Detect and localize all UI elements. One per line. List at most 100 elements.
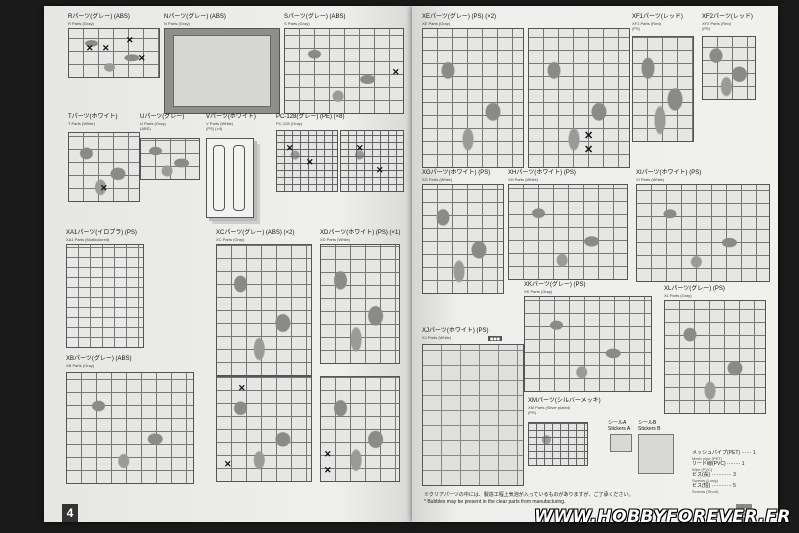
runner-xb-label: XBパーツ(グレー) (ABS)XB Parts (Gray) [66, 356, 132, 368]
runner-xa1: XA1パーツ(イロプラ) (PS)XA1 Parts (Multicolored… [66, 230, 146, 350]
legend-item-sub: Wire (PVC) [692, 467, 713, 472]
sticker-a-sheet [610, 434, 632, 452]
x-mark-icon: ✕ [584, 130, 594, 142]
runner-xf1: XF1パーツ(レッド)XF1 Parts (Red)(PS) [632, 14, 696, 144]
runner-xc-copy: ✕ ✕ [216, 376, 312, 486]
clear-parts-note-en: * Bubbles may be present in the clear pa… [424, 499, 566, 505]
runner-u: Uパーツ(グレー)U Parts (Gray)(ABS) [140, 114, 202, 184]
x-mark-icon: ✕ [138, 53, 146, 63]
runner-u-label: Uパーツ(グレー)U Parts (Gray)(ABS) [140, 114, 185, 131]
x-mark-icon: ✕ [356, 143, 364, 153]
runner-r-label: Rパーツ(グレー) (ABS)R Parts (Gray) [68, 14, 130, 26]
sticker-b-sheet [638, 434, 674, 474]
runner-xl: XLパーツ(グレー) (PS)XL Parts (Gray) [664, 286, 768, 416]
runner-xg: XGパーツ(ホワイト) (PS)XG Parts (White) [422, 170, 504, 294]
x-mark-icon: ✕ [584, 144, 594, 156]
runner-s-label: Sパーツ(グレー) (ABS)S Parts (Gray) [284, 14, 346, 26]
runner-pc128-frame-a [276, 130, 338, 192]
runner-xc-copy-frame [216, 376, 312, 482]
x-mark-icon: ✕ [286, 143, 294, 153]
runner-s: Sパーツ(グレー) (ABS)S Parts (Gray) ✕ [284, 14, 406, 114]
watermark: WWW.HOBBYFOREVER.FR [534, 507, 791, 527]
legend-item: ビス(短) ············ 5 [692, 483, 736, 489]
runner-xe-frame-a [422, 28, 524, 168]
runner-xi: XIパーツ(ホワイト) (PS)XI Parts (White) [636, 170, 772, 282]
runner-xb: XBパーツ(グレー) (ABS)XB Parts (Gray) [66, 356, 194, 486]
runner-xd-frame [320, 244, 400, 364]
runner-v-label: Vパーツ(ホワイト)V Parts (White)(PS) (×4) [206, 114, 256, 131]
runner-xf2: XF2パーツ(レッド)XF2 Parts (Red)(PS) [702, 14, 768, 104]
runner-xd-lower: ✕ ✕ [320, 376, 402, 486]
x-mark-icon: ✕ [392, 67, 400, 77]
runner-t: Tパーツ(ホワイト)T Parts (White) ✕ [68, 114, 140, 204]
runner-xj-frame [422, 344, 524, 486]
runner-xe: XEパーツ(グレー) (PS) (×2)XE Parts (Gray) ✕ ✕ [422, 14, 630, 168]
x-mark-icon: ✕ [102, 43, 110, 53]
x-mark-icon: ✕ [100, 183, 108, 193]
runner-xj-label: XJパーツ(ホワイト) (PS)XJ Parts (White) [422, 328, 489, 340]
runner-xi-frame [636, 184, 770, 282]
runner-s-frame [284, 28, 404, 114]
accessories-legend: メッシュパイプ(PET) ······ 1 Mesh pipe (PET) リー… [692, 450, 772, 494]
legend-item: ビス(長) ············ 3 [692, 472, 736, 478]
runner-u-frame [140, 138, 200, 180]
runner-xc-label: XCパーツ(グレー) (ABS) (×2)XC Parts (Gray) [216, 230, 295, 242]
runner-r: Rパーツ(グレー) (ABS)R Parts (Gray) ✕ ✕ ✕ ✕ [68, 14, 160, 78]
runner-xl-label: XLパーツ(グレー) (PS)XL Parts (Gray) [664, 286, 725, 298]
runner-xd-label: XDパーツ(ホワイト) (PS) (×1)XD Parts (White) [320, 230, 401, 242]
legend-item-sub: Mesh pipe (PET) [692, 456, 723, 461]
x-mark-icon: ✕ [224, 459, 232, 469]
x-mark-icon: ✕ [324, 449, 332, 459]
runner-t-frame [68, 132, 140, 202]
clear-parts-badge: ◼◼◼ [488, 336, 502, 341]
legend-item: リード線(PVC) ········ 1 [692, 461, 745, 467]
runner-xl-frame [664, 300, 766, 414]
page-number-left: 4 [62, 504, 78, 522]
right-page: XEパーツ(グレー) (PS) (×2)XE Parts (Gray) ✕ ✕ … [412, 6, 778, 522]
x-mark-icon: ✕ [86, 43, 94, 53]
runner-n: Nパーツ(グレー) (ABS)N Parts (Gray) [164, 14, 280, 114]
page-number-right: 5 [736, 504, 752, 522]
runner-n-label: Nパーツ(グレー) (ABS)N Parts (Gray) [164, 14, 226, 26]
runner-xh: XHパーツ(ホワイト) (PS)XH Parts (White) [508, 170, 630, 280]
runner-r-frame [68, 28, 160, 78]
runner-xk: XKパーツ(グレー) (PS)XK Parts (Gray) [524, 282, 654, 392]
runner-n-frame [164, 28, 280, 114]
runner-xf2-label: XF2パーツ(レッド)XF2 Parts (Red)(PS) [702, 14, 753, 31]
runner-xk-frame [524, 296, 652, 392]
runner-xg-label: XGパーツ(ホワイト) (PS)XG Parts (White) [422, 170, 491, 182]
runner-xi-label: XIパーツ(ホワイト) (PS)XI Parts (White) [636, 170, 702, 182]
runner-xj: XJパーツ(ホワイト) (PS)XJ Parts (White) ◼◼◼ [422, 328, 526, 488]
x-mark-icon: ✕ [306, 157, 314, 167]
runner-xg-frame [422, 184, 504, 294]
runner-xf1-label: XF1パーツ(レッド)XF1 Parts (Red)(PS) [632, 14, 683, 31]
runner-xe-frame-b [528, 28, 630, 168]
runner-xh-frame [508, 184, 628, 280]
runner-pc128-frame-b [340, 130, 404, 192]
runner-xh-label: XHパーツ(ホワイト) (PS)XH Parts (White) [508, 170, 576, 182]
runner-xm: XMパーツ(シルバーメッキ)XM Parts (Silver plated)(P… [528, 398, 610, 470]
runner-xb-frame [66, 372, 194, 484]
left-page: Rパーツ(グレー) (ABS)R Parts (Gray) ✕ ✕ ✕ ✕ Nパ… [44, 6, 412, 522]
runner-t-label: Tパーツ(ホワイト)T Parts (White) [68, 114, 118, 126]
runner-xm-frame [528, 422, 588, 466]
runner-xd-lower-frame [320, 376, 400, 482]
legend-item-sub: Screws (Short) [692, 489, 719, 494]
runner-xf1-frame [632, 36, 694, 142]
runner-xe-label: XEパーツ(グレー) (PS) (×2)XE Parts (Gray) [422, 14, 497, 26]
x-mark-icon: ✕ [376, 165, 384, 175]
x-mark-icon: ✕ [238, 383, 246, 393]
runner-xc-frame [216, 244, 312, 376]
runner-xk-label: XKパーツ(グレー) (PS)XK Parts (Gray) [524, 282, 586, 294]
runner-xc: XCパーツ(グレー) (ABS) (×2)XC Parts (Gray) [216, 230, 312, 376]
runner-xa1-frame [66, 244, 144, 348]
runner-pc128-label: PC-128(グレー) (PE) (×8)PC-128 (Gray) [276, 114, 345, 126]
runner-xd: XDパーツ(ホワイト) (PS) (×1)XD Parts (White) [320, 230, 402, 376]
runner-v-frame [206, 138, 254, 218]
runner-xa1-label: XA1パーツ(イロプラ) (PS)XA1 Parts (Multicolored… [66, 230, 137, 242]
legend-item: メッシュパイプ(PET) ······ 1 [692, 450, 756, 456]
x-mark-icon: ✕ [126, 35, 134, 45]
